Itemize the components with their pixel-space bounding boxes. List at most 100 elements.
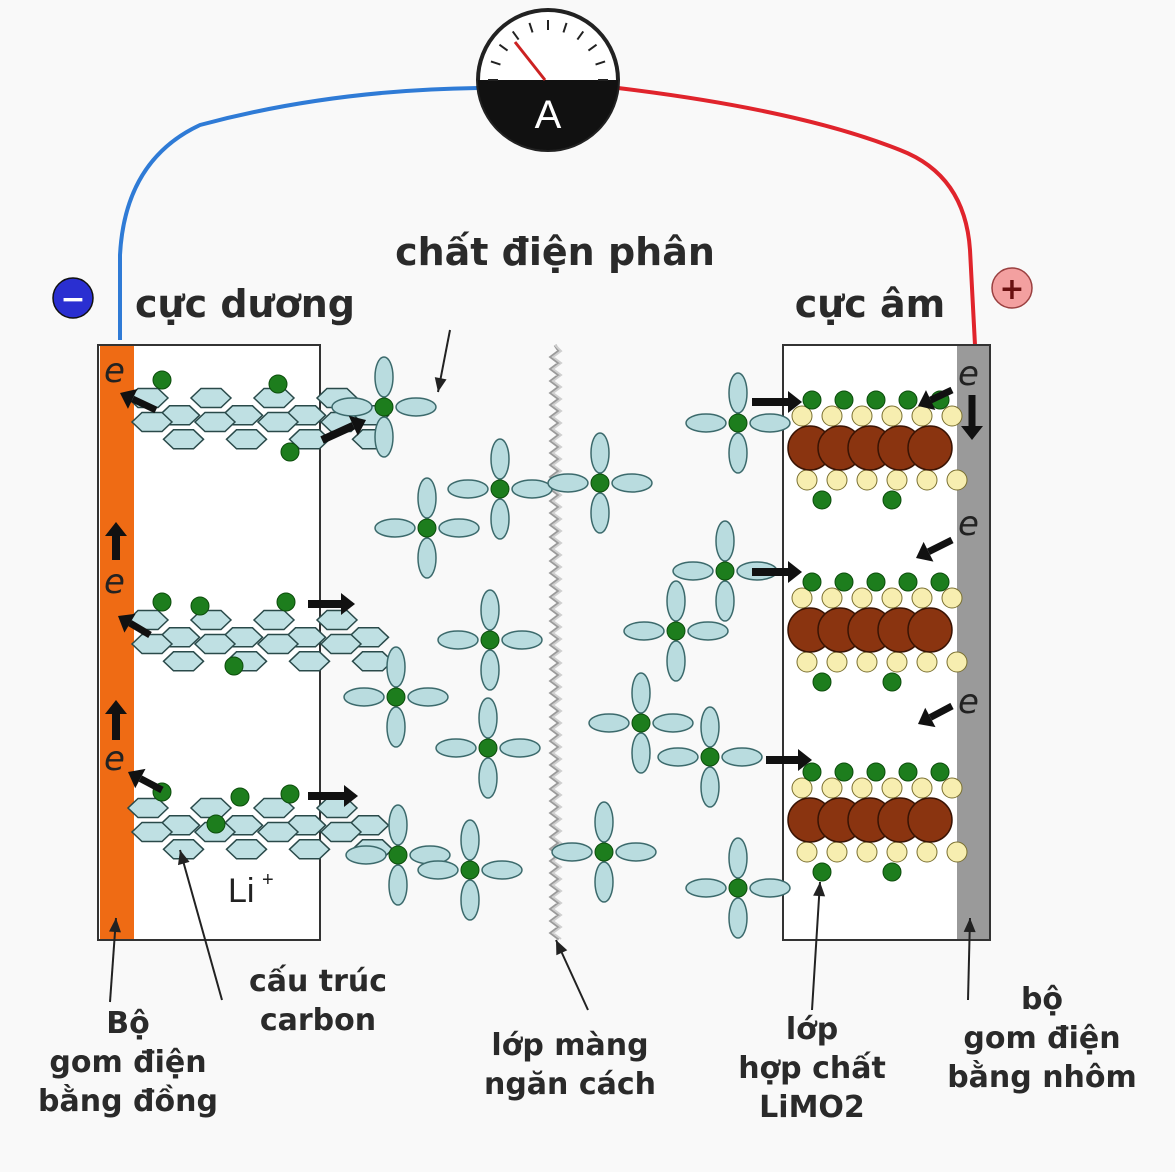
solvent-lobe xyxy=(438,518,480,538)
electron-arrow-icon xyxy=(118,613,152,639)
carbon-hexagon xyxy=(315,609,359,631)
carbon-hexagon xyxy=(319,821,363,843)
lithium-ion xyxy=(728,878,748,898)
solvent-lobe xyxy=(700,766,720,808)
solvent-lobe xyxy=(386,646,406,688)
solvent-lobe xyxy=(435,738,477,758)
electrolyte-solvent-molecule xyxy=(685,372,791,474)
copper-collector-pointer xyxy=(109,917,121,1003)
arrow-head xyxy=(118,613,136,633)
pointer-head xyxy=(813,882,826,897)
ammeter-tick xyxy=(562,22,568,33)
arrow-head xyxy=(918,390,936,410)
carbon-hexagon xyxy=(256,821,300,843)
lithium-ion xyxy=(590,473,610,493)
arrow-head xyxy=(788,561,802,583)
oxygen-atom xyxy=(911,405,933,427)
separator-pointer xyxy=(555,939,589,1011)
aluminum-collector-line-2: gom điện xyxy=(963,1021,1121,1056)
metal-atom xyxy=(907,607,953,653)
pointer-line xyxy=(109,917,117,1003)
solvent-lobe xyxy=(547,473,589,493)
oxygen-atom xyxy=(796,469,818,491)
metal-atom xyxy=(907,425,953,471)
arrow-head xyxy=(918,707,936,728)
carbon-structure-label: cấu trúc carbon xyxy=(218,962,418,1040)
arrow-head xyxy=(961,426,983,440)
solvent-lobe xyxy=(490,498,510,540)
ammeter-tick xyxy=(587,43,598,52)
solvent-lobe xyxy=(623,621,665,641)
pointer-head xyxy=(177,850,190,866)
limo2-line-2: hợp chất xyxy=(738,1051,886,1086)
lithium-ion xyxy=(280,442,300,462)
lithium-ion xyxy=(802,762,822,782)
lithium-ion xyxy=(898,762,918,782)
solvent-lobe xyxy=(700,706,720,748)
solvent-lobe xyxy=(615,842,657,862)
aluminum-collector-line-3: bằng nhôm xyxy=(947,1060,1137,1095)
copper-collector-line-1: Bộ xyxy=(106,1006,150,1041)
solvent-lobe xyxy=(395,397,437,417)
lithium-ion xyxy=(276,592,296,612)
arrow-head xyxy=(341,593,355,615)
lithium-ion xyxy=(834,762,854,782)
electron-arrow-icon xyxy=(120,389,158,414)
carbon-structure-line-2: carbon xyxy=(259,1003,377,1038)
positive-terminal-icon: + xyxy=(991,267,1033,309)
electron-arrow-icon xyxy=(918,386,954,410)
arrow-head xyxy=(348,415,366,436)
pointer-head xyxy=(556,940,568,956)
solvent-lobe xyxy=(331,397,373,417)
carbon-structure-pointer xyxy=(177,849,223,1001)
lithium-ion xyxy=(812,490,832,510)
ammeter-tick xyxy=(595,60,606,66)
electrolyte-solvent-molecule xyxy=(657,706,763,808)
carbon-hexagon xyxy=(130,411,174,433)
oxygen-atom xyxy=(856,841,878,863)
lithium-ion xyxy=(631,713,651,733)
solvent-lobe xyxy=(386,706,406,748)
oxygen-atom xyxy=(821,587,843,609)
lithium-ion xyxy=(700,747,720,767)
lithium-ion xyxy=(374,397,394,417)
carbon-hexagon xyxy=(162,651,205,672)
ion-arrow-icon xyxy=(752,391,802,413)
solvent-lobe xyxy=(594,801,614,843)
electrolyte-pointer xyxy=(434,329,451,393)
solvent-lobe xyxy=(551,842,593,862)
solvent-lobe xyxy=(460,879,480,921)
carbon-hexagon xyxy=(351,651,394,672)
ion-arrow-icon xyxy=(752,561,802,583)
left-electrode-label: cực dương xyxy=(135,282,355,326)
pointer-head xyxy=(963,918,976,933)
limo2-cluster xyxy=(787,762,968,882)
carbon-hexagon xyxy=(288,429,331,450)
lithium-ion xyxy=(478,738,498,758)
lithium-ion xyxy=(802,390,822,410)
solvent-lobe xyxy=(437,630,479,650)
solvent-lobe xyxy=(480,649,500,691)
metal-atom xyxy=(907,797,953,843)
down-arrow-icon xyxy=(961,395,983,440)
arrow-head xyxy=(105,522,127,536)
carbon-hexagon xyxy=(256,633,300,655)
lithium-ion xyxy=(882,672,902,692)
solvent-lobe xyxy=(501,630,543,650)
solvent-lobe xyxy=(343,687,385,707)
oxygen-atom xyxy=(851,587,873,609)
solvent-lobe xyxy=(478,697,498,739)
solvent-lobe xyxy=(657,747,699,767)
lithium-ion xyxy=(152,592,172,612)
svg-text:−: − xyxy=(60,282,85,317)
solvent-lobe xyxy=(666,580,686,622)
separator-membrane xyxy=(548,344,563,941)
oxygen-atom xyxy=(791,777,813,799)
carbon-hexagon xyxy=(189,387,233,409)
solvent-lobe xyxy=(417,860,459,880)
carbon-hexagon xyxy=(319,633,363,655)
lithium-ion xyxy=(834,390,854,410)
arrow-shaft xyxy=(138,775,164,794)
electron-arrow-icon xyxy=(128,768,164,794)
oxygen-atom xyxy=(886,841,908,863)
